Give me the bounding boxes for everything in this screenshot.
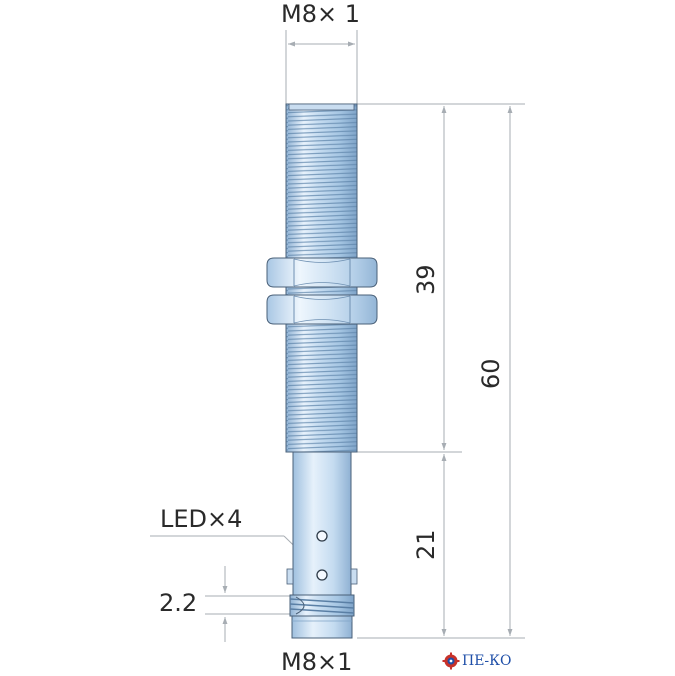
led-indicator-lower bbox=[316, 569, 328, 581]
led-indicators bbox=[316, 530, 328, 581]
thread-size-top-label: M8× 1 bbox=[281, 0, 360, 28]
dimension-39-label: 39 bbox=[412, 264, 440, 295]
dimension-lines bbox=[150, 30, 525, 642]
dimension-60-label: 60 bbox=[477, 358, 505, 389]
peko-logo: ПЕ-КО bbox=[442, 652, 511, 670]
hex-nut-lower bbox=[266, 294, 378, 325]
hex-nut-upper bbox=[266, 257, 378, 288]
led-indicator-upper bbox=[316, 530, 328, 542]
dimension-2-2-label: 2.2 bbox=[159, 589, 198, 617]
connector-thread bbox=[289, 594, 355, 639]
dimension-21-label: 21 bbox=[412, 529, 440, 560]
logo-text: ПЕ-КО bbox=[462, 653, 512, 669]
thread-size-bottom-label: M8×1 bbox=[281, 648, 353, 676]
led-count-label: LED×4 bbox=[160, 505, 243, 533]
gear-icon bbox=[442, 652, 460, 670]
